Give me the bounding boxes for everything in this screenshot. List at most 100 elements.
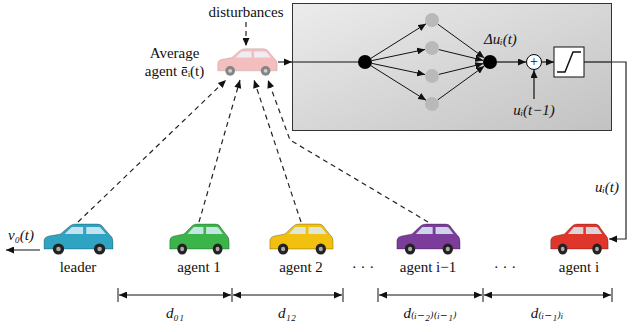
- car-window: [187, 227, 203, 234]
- edge-label: uᵢ(t): [594, 178, 620, 196]
- dimension-line: [233, 295, 342, 296]
- car-illustration: [395, 222, 461, 256]
- car-illustration: [216, 47, 278, 77]
- output-neuron: [483, 55, 497, 69]
- arrow-head: [284, 59, 292, 66]
- car-wheel: [261, 66, 271, 76]
- car-hub: [97, 247, 102, 251]
- car-hub: [264, 69, 268, 73]
- controller-box: Δuᵢ(t)uᵢ(t−1)+: [292, 3, 612, 131]
- dimension-tick: [343, 288, 344, 302]
- car-hub: [595, 247, 599, 251]
- connector: [253, 80, 301, 222]
- car-window: [568, 227, 583, 234]
- arrow-head: [218, 80, 226, 88]
- vehicle-label: agent 1: [177, 258, 221, 276]
- arrow-head: [609, 236, 617, 243]
- car-window: [235, 51, 251, 57]
- car-hub: [446, 247, 450, 251]
- annotation-label: d₀₁: [166, 304, 184, 322]
- car-wheel: [225, 66, 235, 76]
- annotation-label: disturbances: [209, 3, 284, 21]
- connector: [78, 80, 226, 222]
- dimension-tick: [232, 288, 233, 302]
- weight-line: [439, 64, 483, 75]
- car-wheel: [405, 244, 415, 255]
- signal-wire: [497, 61, 526, 62]
- car-window: [416, 227, 433, 234]
- hidden-neuron: [425, 69, 439, 83]
- vehicle-node: leader: [42, 222, 114, 276]
- annotation-label: d₁₂: [278, 304, 296, 322]
- car-wheel: [278, 244, 288, 255]
- vehicle-node: agent i: [549, 222, 609, 276]
- hidden-neuron: [425, 13, 439, 27]
- arrow-head: [253, 80, 260, 89]
- dimension-tick: [118, 288, 119, 302]
- dimension-line: [484, 295, 611, 296]
- car-wheel: [94, 244, 105, 255]
- weight-line: [438, 24, 485, 58]
- annotation-label: v₀(t): [8, 226, 34, 244]
- sum-sign: +: [530, 55, 538, 69]
- dimension-tick: [483, 288, 484, 302]
- connector-line: [254, 80, 301, 222]
- car-hub: [408, 247, 412, 251]
- car-wheel: [316, 244, 326, 255]
- car-hub: [216, 247, 220, 251]
- annotation-label: d₍ᵢ₋₂₎₍ᵢ₋₁₎: [403, 304, 456, 322]
- dimension-line: [119, 295, 231, 296]
- dimension-tick: [612, 288, 613, 302]
- arrow-head: [267, 80, 274, 89]
- car-illustration: [549, 222, 609, 256]
- vehicle-label: leader: [60, 258, 97, 276]
- annotation-label: · · ·: [494, 258, 517, 276]
- car-window: [586, 227, 602, 234]
- hidden-neuron: [425, 97, 439, 111]
- car-illustration: [268, 222, 334, 256]
- connector: [199, 80, 241, 222]
- connector-line: [199, 80, 240, 222]
- weight-line: [372, 63, 425, 74]
- car-window: [309, 227, 327, 234]
- car-wheel: [213, 244, 223, 255]
- dimension-line: [379, 295, 482, 296]
- car-hub: [281, 247, 285, 251]
- annotation-label: d₍ᵢ₋₁₎ᵢ: [531, 304, 564, 322]
- car-hub: [228, 69, 232, 73]
- signal-wire: [584, 61, 612, 62]
- car-hub: [561, 247, 565, 251]
- car-window: [436, 227, 454, 234]
- signal-wire: [542, 61, 554, 62]
- car-illustration: [168, 222, 230, 256]
- weight-line: [371, 24, 426, 59]
- vehicle-node: agent 2: [268, 222, 334, 276]
- weight-line: [439, 50, 483, 61]
- car-window: [65, 227, 84, 234]
- controller-ground: [292, 3, 612, 131]
- agent-label: Average agent ēᵢ(t): [137, 44, 212, 80]
- connector-line: [78, 80, 226, 222]
- signal-wire: [533, 70, 534, 99]
- connector: [278, 59, 292, 66]
- car-wheel: [558, 244, 567, 255]
- car-hub: [180, 247, 184, 251]
- car-hub: [56, 247, 61, 251]
- average-agent-node: Average agent ēᵢ(t): [137, 44, 278, 80]
- input-neuron: [358, 55, 372, 69]
- signal-label: Δuᵢ(t): [484, 30, 517, 48]
- car-wheel: [53, 244, 64, 255]
- saturation-block: [554, 47, 584, 77]
- weight-line: [371, 66, 426, 101]
- vehicle-label: agent 2: [279, 258, 323, 276]
- sum-junction: +: [526, 54, 542, 70]
- vehicle-label: agent i: [559, 258, 599, 276]
- vehicle-node: agent i−1: [395, 222, 461, 276]
- car-window: [206, 227, 223, 234]
- vehicle-node: agent 1: [168, 222, 230, 276]
- arrow-head: [234, 80, 241, 89]
- car-wheel: [443, 244, 453, 255]
- velocity-arrow: [6, 249, 40, 250]
